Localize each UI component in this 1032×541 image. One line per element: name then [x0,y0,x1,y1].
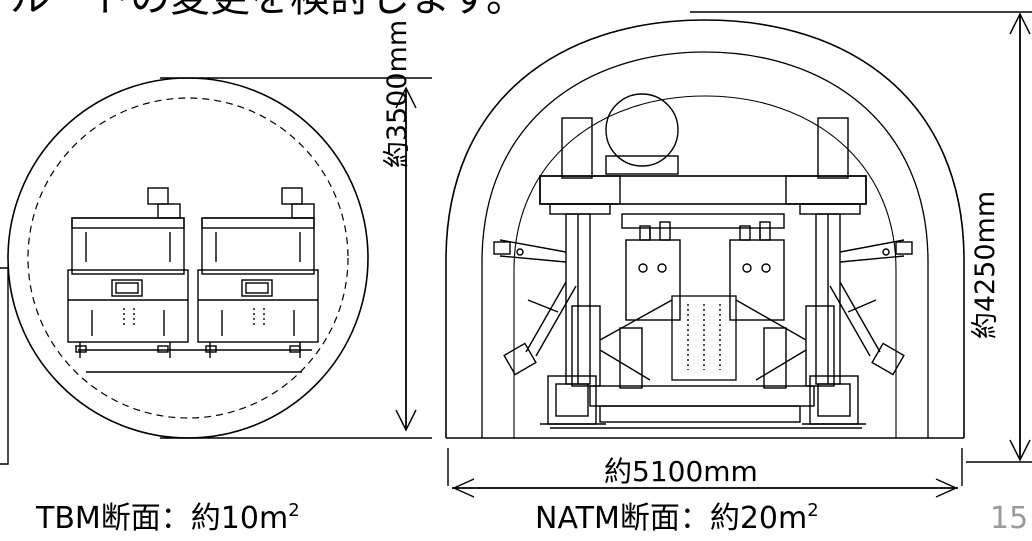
natm-width-dimension-label: 約5100mm [604,455,758,488]
tbm-caption-text: TBM断面：約10m [36,501,289,536]
tbm-section-caption: TBM断面：約10m2 [36,502,300,534]
tbm-height-dimension-label: 約3500mm [382,19,413,169]
tbm-machine-left [67,187,189,358]
natm-caption-text: NATM断面：約20m [535,501,808,536]
tbm-caption-superscript: 2 [288,500,300,521]
tbm-height-arrow-bottom [395,409,417,432]
page-title: ルートの変更を検討します。 [10,0,526,18]
natm-caption-superscript: 2 [807,500,819,521]
tbm-tunnel-inner-dashed-circle [27,97,349,419]
natm-outer-arch [445,19,965,438]
natm-section [445,11,1032,498]
natm-height-dimension-label: 約4250mm [970,190,1001,340]
natm-inner-arch [513,95,897,438]
natm-width-arrow-left [452,478,475,498]
left-frame-edge [0,267,9,465]
page-number: 15 [990,501,1029,536]
tbm-section [7,77,432,439]
natm-middle-arch [481,51,929,438]
natm-drill-jumbo [493,93,913,425]
natm-height-arrow-top [1009,12,1031,35]
tbm-machine-right [197,187,319,358]
tbm-height-arrow-top [395,86,417,109]
natm-width-arrow-right [935,478,958,498]
natm-height-arrow-bottom [1009,439,1031,462]
natm-section-caption: NATM断面：約20m2 [535,502,819,534]
